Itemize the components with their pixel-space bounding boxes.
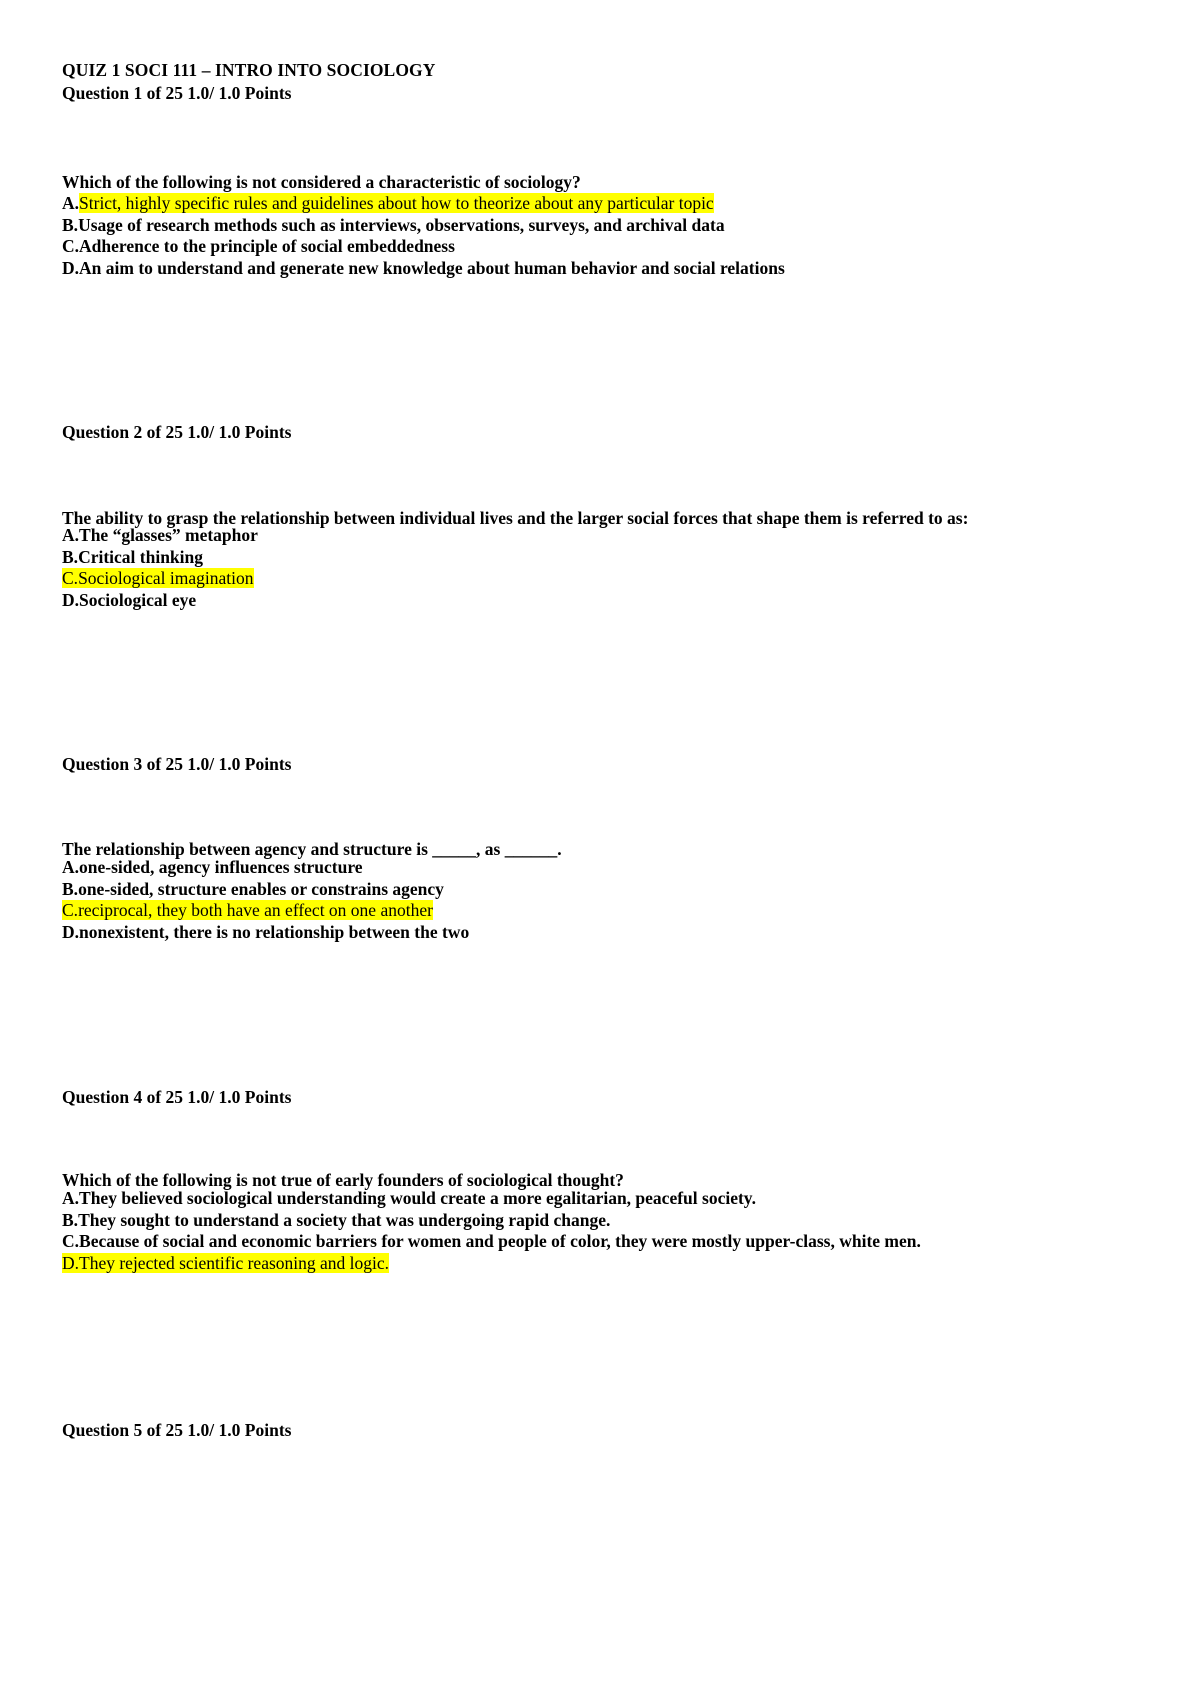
question-3-option-a[interactable]: A.one-sided, agency influences structure <box>62 857 469 879</box>
question-4-option-a[interactable]: A.They believed sociological understandi… <box>62 1188 921 1210</box>
question-3-options: A.one-sided, agency influences structure… <box>62 857 469 943</box>
option-text: They believed sociological understanding… <box>79 1188 756 1208</box>
option-label: B. <box>62 546 79 567</box>
option-label: B. <box>62 878 79 899</box>
option-label: C. <box>62 568 79 588</box>
option-text: nonexistent, there is no relationship be… <box>79 921 470 942</box>
option-text: Sociological imagination <box>78 568 254 588</box>
question-4-option-d[interactable]: D.They rejected scientific reasoning and… <box>62 1252 921 1275</box>
option-text: Usage of research methods such as interv… <box>78 214 725 235</box>
question-3-option-d[interactable]: D.nonexistent, there is no relationship … <box>62 922 469 944</box>
option-label: C. <box>62 1231 80 1251</box>
option-text: Sociological eye <box>79 589 197 610</box>
question-2-options: A.The “glasses” metaphor B.Critical thin… <box>62 525 258 611</box>
option-label: D. <box>62 921 80 942</box>
question-4-header: Question 4 of 25 1.0/ 1.0 Points <box>62 1087 292 1107</box>
question-2-option-c[interactable]: C.Sociological imagination <box>62 568 258 590</box>
option-label: C. <box>62 900 79 920</box>
option-label: D. <box>62 257 80 278</box>
option-label: A. <box>62 193 80 213</box>
question-3-option-b[interactable]: B.one-sided, structure enables or constr… <box>62 879 469 901</box>
option-text: Because of social and economic barriers … <box>79 1231 921 1251</box>
question-3-stem: The relationship between agency and stru… <box>62 839 562 859</box>
option-label: B. <box>62 214 79 235</box>
question-2-stem: The ability to grasp the relationship be… <box>62 508 969 528</box>
option-text: Adherence to the principle of social emb… <box>79 236 455 256</box>
option-text: reciprocal, they both have an effect on … <box>78 900 433 920</box>
option-text: They rejected scientific reasoning and l… <box>79 1252 390 1273</box>
question-5-header: Question 5 of 25 1.0/ 1.0 Points <box>62 1420 292 1440</box>
option-text: one-sided, agency influences structure <box>79 857 363 877</box>
option-text: They sought to understand a society that… <box>78 1209 611 1230</box>
option-text: one-sided, structure enables or constrai… <box>78 878 444 899</box>
question-1-option-c[interactable]: C.Adherence to the principle of social e… <box>62 236 785 258</box>
question-1-stem: Which of the following is not considered… <box>62 172 581 192</box>
option-text: An aim to understand and generate new kn… <box>79 257 785 278</box>
question-2-option-b[interactable]: B.Critical thinking <box>62 547 258 569</box>
option-label: C. <box>62 236 80 256</box>
question-3-option-c[interactable]: C.reciprocal, they both have an effect o… <box>62 900 469 922</box>
option-label: A. <box>62 857 80 877</box>
question-3-header: Question 3 of 25 1.0/ 1.0 Points <box>62 754 292 774</box>
question-2-option-d[interactable]: D.Sociological eye <box>62 590 258 612</box>
page-title: QUIZ 1 SOCI 111 – INTRO INTO SOCIOLOGY <box>62 60 436 80</box>
question-2-option-a[interactable]: A.The “glasses” metaphor <box>62 525 258 547</box>
question-4-option-c[interactable]: C.Because of social and economic barrier… <box>62 1231 921 1253</box>
question-1-header: Question 1 of 25 1.0/ 1.0 Points <box>62 83 292 103</box>
question-4-stem: Which of the following is not true of ea… <box>62 1170 624 1190</box>
option-text: The “glasses” metaphor <box>79 525 258 545</box>
question-1-option-d[interactable]: D.An aim to understand and generate new … <box>62 258 785 280</box>
option-label: A. <box>62 525 80 545</box>
question-1-option-a[interactable]: A.Strict, highly specific rules and guid… <box>62 193 785 215</box>
option-label: D. <box>62 1252 80 1273</box>
option-label: A. <box>62 1188 80 1208</box>
question-1-option-b[interactable]: B.Usage of research methods such as inte… <box>62 215 785 237</box>
option-label: D. <box>62 589 80 610</box>
option-text: Strict, highly specific rules and guidel… <box>79 193 714 213</box>
option-text: Critical thinking <box>78 546 204 567</box>
question-1-options: A.Strict, highly specific rules and guid… <box>62 193 785 279</box>
question-4-option-b[interactable]: B.They sought to understand a society th… <box>62 1210 921 1232</box>
option-label: B. <box>62 1209 79 1230</box>
question-4-options: A.They believed sociological understandi… <box>62 1188 921 1274</box>
question-2-header: Question 2 of 25 1.0/ 1.0 Points <box>62 422 292 442</box>
